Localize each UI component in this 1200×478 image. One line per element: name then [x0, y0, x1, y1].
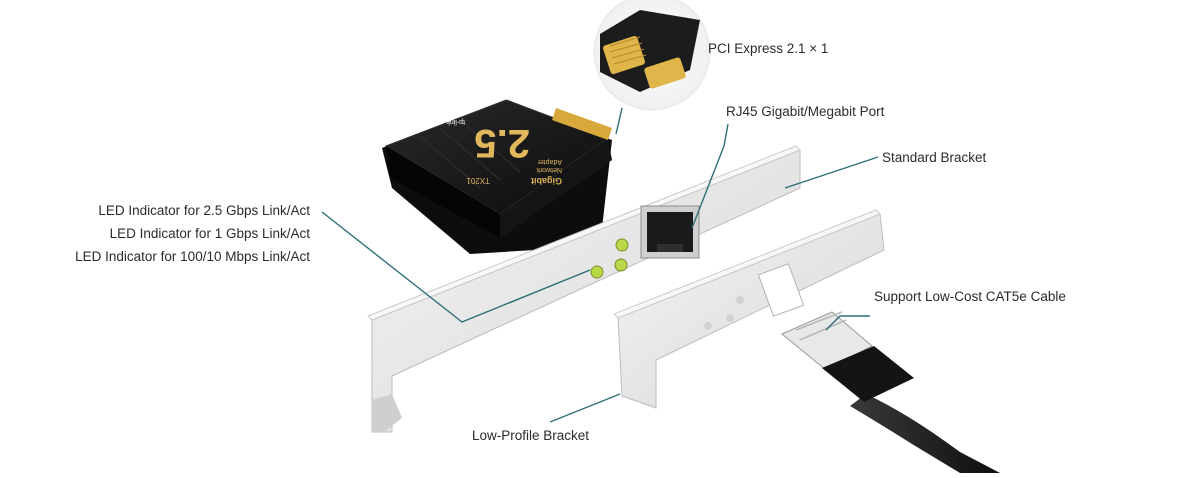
led-indicator: [590, 265, 604, 279]
rj45-port: [640, 205, 700, 259]
label-led-1g: LED Indicator for 1 Gbps Link/Act: [109, 226, 310, 241]
label-led-2-5g: LED Indicator for 2.5 Gbps Link/Act: [98, 203, 310, 218]
desc-line1: Gigabit: [531, 176, 562, 186]
label-led-100m: LED Indicator for 100/10 Mbps Link/Act: [75, 249, 310, 264]
pcie-zoom-circle: [593, 0, 711, 111]
speed-text: 2.5: [474, 121, 530, 165]
led-indicator: [614, 258, 628, 272]
low-profile-bracket: [613, 209, 885, 409]
cat5e-cable: [781, 311, 1000, 473]
network-card: [382, 99, 612, 254]
gold-pins: [603, 35, 686, 89]
label-standard-bracket: Standard Bracket: [882, 150, 987, 165]
desc-line3: Adapter: [537, 158, 562, 165]
led-indicator: [615, 238, 629, 252]
desc-line2: Network: [536, 166, 562, 173]
label-rj45: RJ45 Gigabit/Megabit Port: [726, 104, 885, 119]
callout-leaders: [321, 107, 879, 423]
model-text: TX201: [466, 176, 490, 185]
label-low-profile: Low-Profile Bracket: [472, 428, 590, 443]
label-cable: Support Low-Cost CAT5e Cable: [874, 289, 1066, 304]
brand-text: tp-link: [446, 118, 465, 125]
standard-bracket: [367, 145, 801, 433]
heatsink-printing: Gigabit Network Adapter 2.5 TX201 tp-lin…: [446, 118, 562, 186]
label-pcie: PCI Express 2.1 × 1: [708, 41, 829, 56]
